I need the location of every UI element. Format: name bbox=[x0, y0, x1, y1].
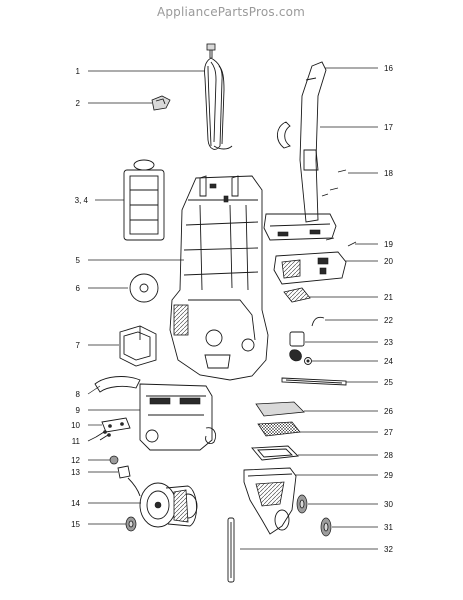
callout-18: 18 bbox=[384, 169, 393, 178]
nozzle-housing bbox=[139, 383, 217, 451]
filter-cartridge bbox=[123, 159, 165, 241]
callout-32: 32 bbox=[384, 545, 393, 554]
dirt-cup-housing bbox=[243, 467, 297, 535]
callout-30: 30 bbox=[384, 500, 393, 509]
site-watermark: AppliancePartsPros.com bbox=[157, 5, 305, 19]
callout-20: 20 bbox=[384, 257, 393, 266]
latch bbox=[283, 287, 311, 303]
callout-12: 12 bbox=[71, 456, 80, 465]
cord-bracket bbox=[151, 95, 171, 111]
gasket-frame bbox=[251, 445, 299, 461]
drive-pulley bbox=[117, 465, 141, 497]
cover-plate bbox=[101, 417, 131, 433]
callout-10: 10 bbox=[71, 421, 80, 430]
callout-8: 8 bbox=[76, 390, 81, 399]
callout-9: 9 bbox=[76, 406, 81, 415]
handle-assembly bbox=[263, 61, 337, 241]
callout-23: 23 bbox=[384, 338, 393, 347]
handle-clip bbox=[325, 237, 357, 247]
agitator-rod bbox=[281, 377, 347, 386]
callout-25: 25 bbox=[384, 378, 393, 387]
switch bbox=[289, 331, 305, 362]
callout-14: 14 bbox=[71, 499, 80, 508]
handle-screws bbox=[321, 169, 347, 197]
callout-13: 13 bbox=[71, 468, 80, 477]
callout-26: 26 bbox=[384, 407, 393, 416]
callout-29: 29 bbox=[384, 471, 393, 480]
callout-17: 17 bbox=[384, 123, 393, 132]
callout-labels: 1 2 3, 4 5 6 7 8 9 10 11 12 13 14 15 16 … bbox=[71, 64, 393, 554]
axle-rod bbox=[227, 517, 235, 583]
callout-16: 16 bbox=[384, 64, 393, 73]
mesh-screen bbox=[257, 421, 301, 437]
main-housing bbox=[169, 175, 269, 381]
small-wheel bbox=[125, 516, 137, 532]
callout-6: 6 bbox=[76, 284, 81, 293]
power-cord bbox=[204, 43, 233, 150]
callout-22: 22 bbox=[384, 316, 393, 325]
callout-15: 15 bbox=[71, 520, 80, 529]
callout-27: 27 bbox=[384, 428, 393, 437]
button-cap bbox=[304, 357, 312, 365]
rear-wheel-left bbox=[296, 494, 308, 514]
callout-24: 24 bbox=[384, 357, 393, 366]
callout-31: 31 bbox=[384, 523, 393, 532]
callout-7: 7 bbox=[76, 341, 81, 350]
spring-pin bbox=[311, 316, 325, 327]
callout-21: 21 bbox=[384, 293, 393, 302]
screws bbox=[95, 430, 111, 441]
filter-disc bbox=[129, 273, 159, 303]
upper-cover bbox=[273, 251, 347, 285]
callout-2: 2 bbox=[76, 99, 81, 108]
motor bbox=[139, 482, 198, 528]
filter-holder bbox=[119, 325, 157, 367]
bumper-strip bbox=[94, 376, 141, 393]
filter-pad bbox=[255, 401, 305, 417]
callout-1: 1 bbox=[76, 67, 81, 76]
callout-3-4: 3, 4 bbox=[75, 196, 89, 205]
rear-wheel-right bbox=[320, 517, 332, 537]
leader-lines bbox=[87, 67, 378, 550]
callout-19: 19 bbox=[384, 240, 393, 249]
callout-5: 5 bbox=[76, 256, 81, 265]
knob bbox=[109, 455, 119, 465]
callout-11: 11 bbox=[72, 437, 81, 446]
callout-28: 28 bbox=[384, 451, 393, 460]
